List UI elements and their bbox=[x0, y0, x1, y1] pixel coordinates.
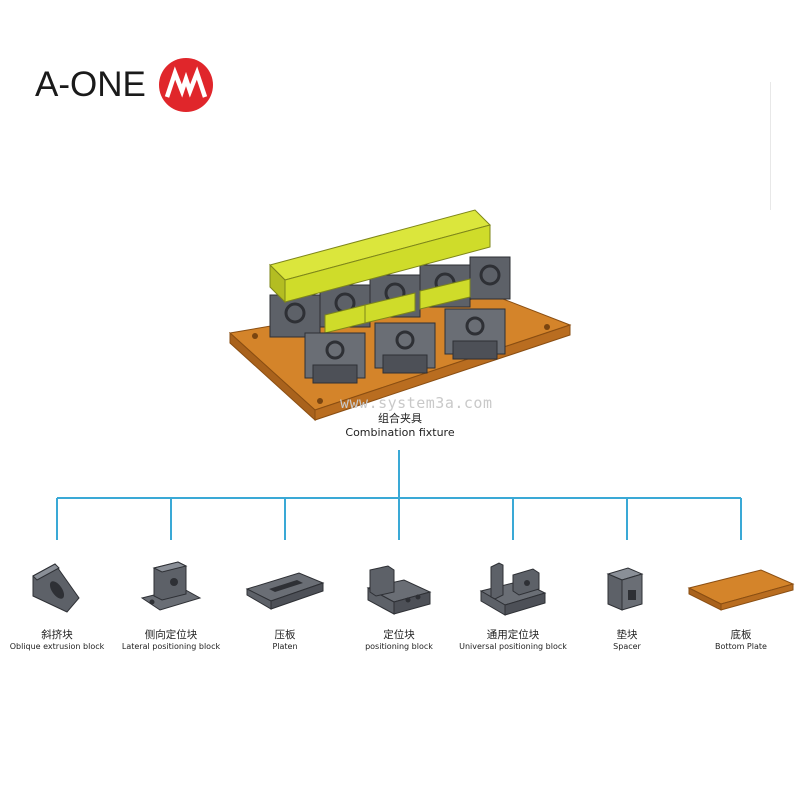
bottom-plate-icon bbox=[687, 569, 795, 611]
main-caption: 组合夹具 Combination fixture bbox=[300, 412, 500, 440]
positioning-block-icon bbox=[366, 565, 432, 615]
oblique-block-icon bbox=[32, 563, 80, 613]
component-spacer: 垫块 Spacer bbox=[572, 555, 682, 652]
spacer-icon bbox=[606, 567, 644, 611]
brand-logo: A-ONE bbox=[35, 55, 214, 115]
component-positioning: 定位块 positioning block bbox=[344, 555, 454, 652]
component-lateral: 侧向定位块 Lateral positioning block bbox=[116, 555, 226, 652]
component-label-zh: 通用定位块 bbox=[486, 629, 540, 641]
component-label-en: Universal positioning block bbox=[459, 642, 567, 651]
component-label-zh: 斜挤块 bbox=[41, 629, 73, 641]
component-label-zh: 底板 bbox=[730, 629, 752, 641]
component-oblique: 斜挤块 Oblique extrusion block bbox=[2, 555, 112, 652]
component-label-en: Platen bbox=[272, 642, 298, 651]
divider bbox=[770, 82, 771, 210]
brand-name: A-ONE bbox=[35, 65, 146, 104]
watermark: www.system3a.com bbox=[340, 394, 493, 412]
component-label-zh: 侧向定位块 bbox=[144, 629, 198, 641]
component-label-zh: 定位块 bbox=[383, 629, 415, 641]
lateral-block-icon bbox=[140, 561, 202, 611]
component-platen: 压板 Platen bbox=[230, 555, 340, 652]
universal-block-icon bbox=[479, 562, 547, 616]
component-label-zh: 压板 bbox=[274, 629, 296, 641]
main-label-en: Combination fixture bbox=[345, 426, 455, 439]
platen-icon bbox=[245, 572, 325, 610]
component-label-zh: 垫块 bbox=[616, 629, 638, 641]
component-bottom: 底板 Bottom Plate bbox=[686, 555, 796, 652]
component-label-en: Spacer bbox=[613, 642, 641, 651]
component-universal: 通用定位块 Universal positioning block bbox=[458, 555, 568, 652]
combination-fixture-image bbox=[228, 209, 572, 422]
main-label-zh: 组合夹具 bbox=[378, 412, 422, 425]
component-label-en: Bottom Plate bbox=[715, 642, 767, 651]
component-label-en: positioning block bbox=[365, 642, 433, 651]
component-label-en: Oblique extrusion block bbox=[9, 642, 105, 651]
brand-mark-icon bbox=[158, 58, 213, 112]
component-label-en: Lateral positioning block bbox=[121, 642, 221, 651]
